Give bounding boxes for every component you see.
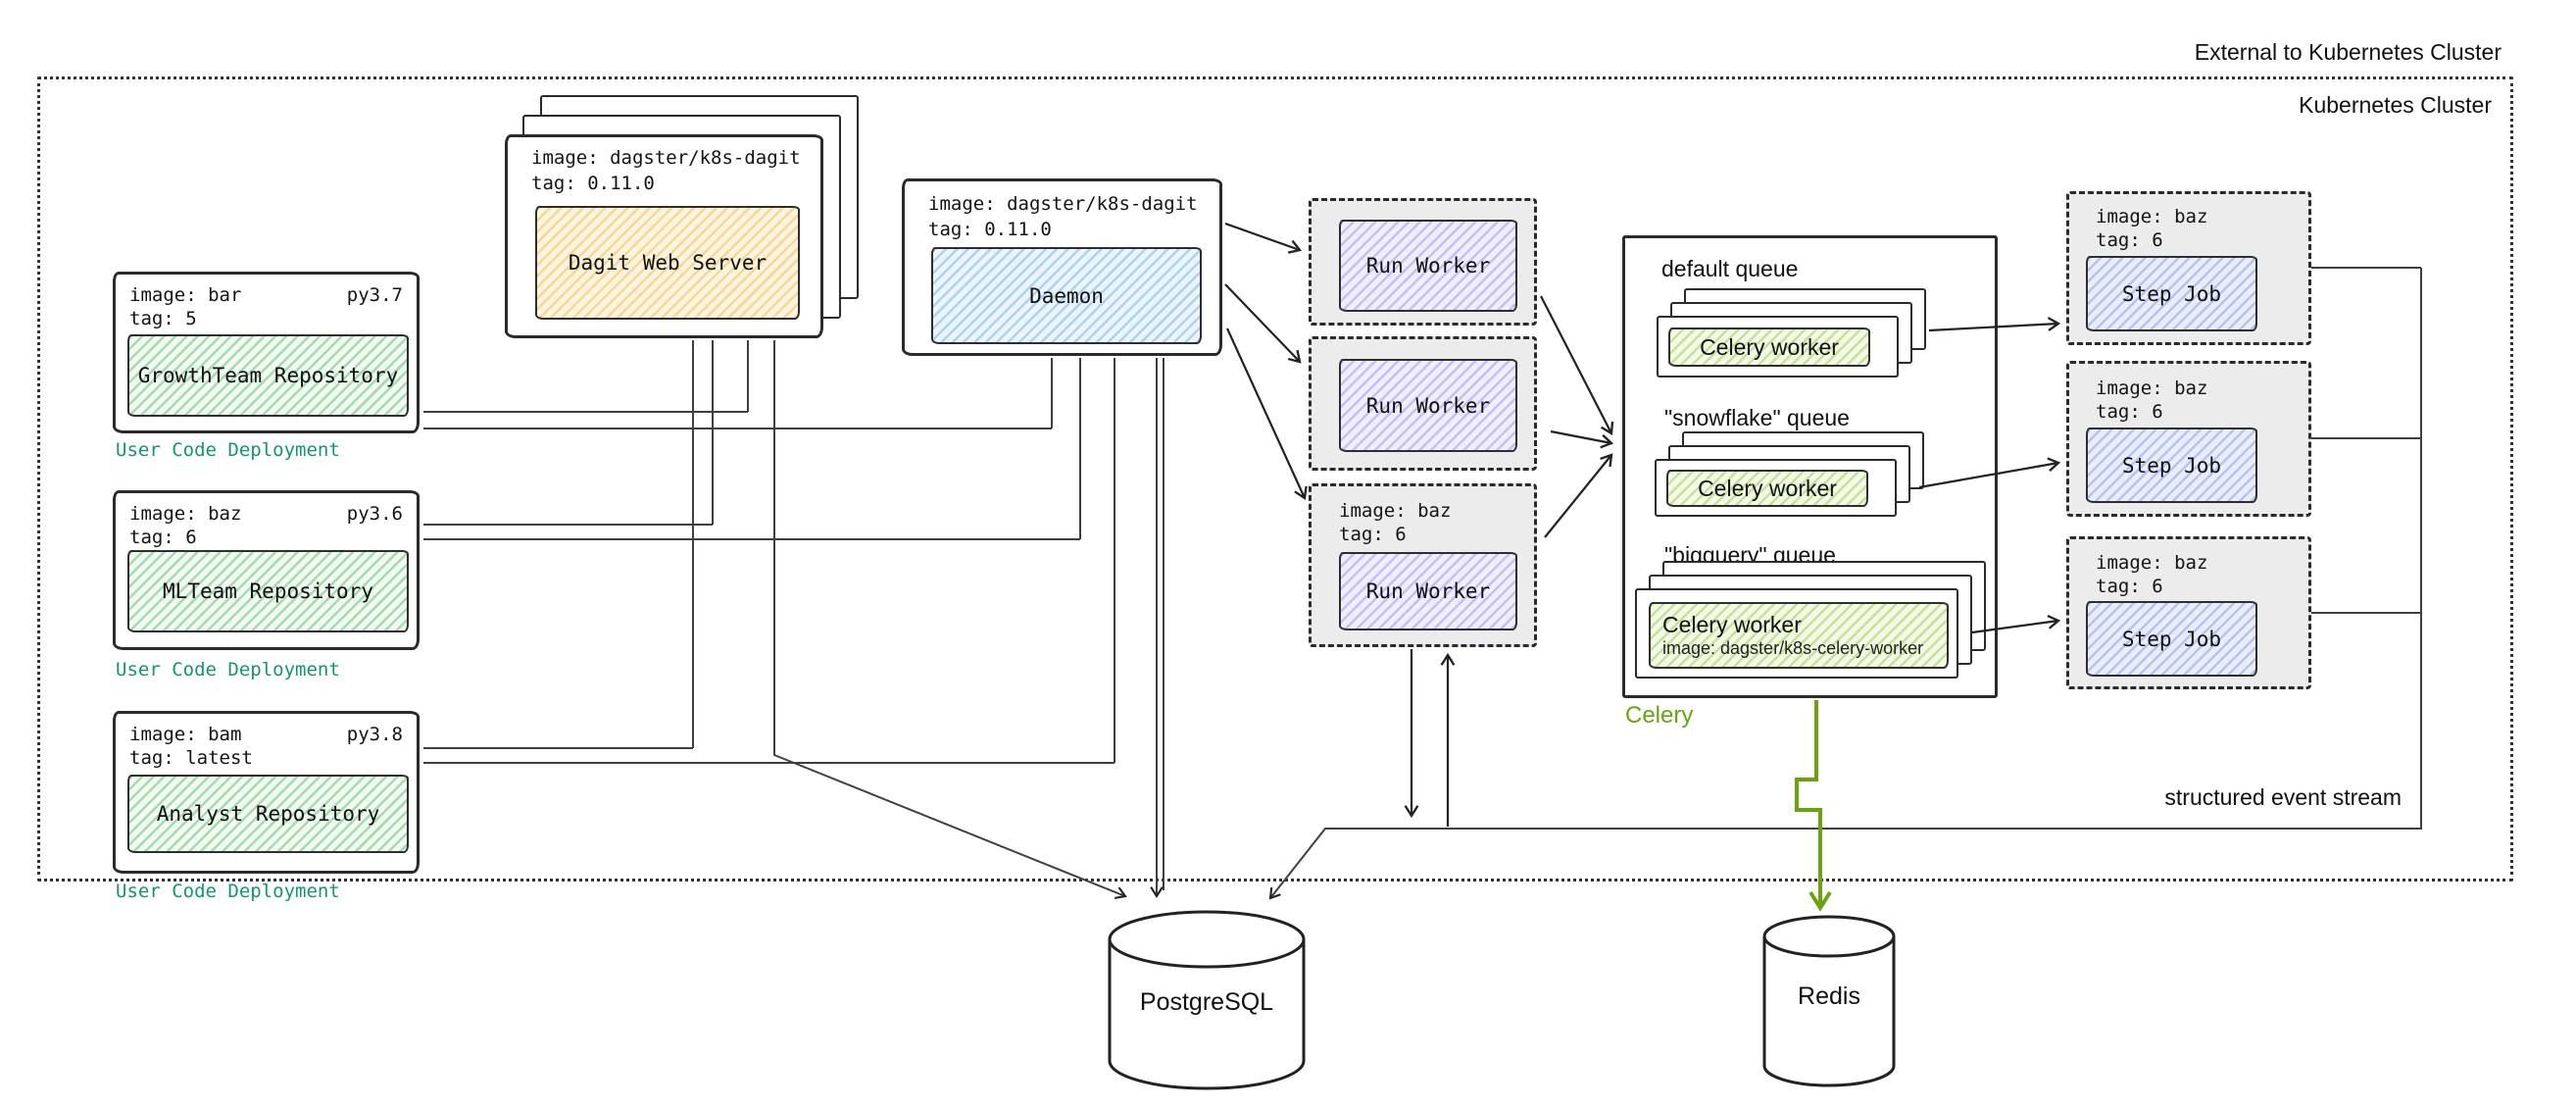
tag-annotation: tag: 6: [1339, 524, 1407, 545]
dagit-web-server-pod: image: dagster/k8s-dagit tag: 0.11.0 Dag…: [505, 134, 823, 338]
daemon-box: Daemon: [931, 247, 1202, 344]
step-job-pod-1: image: baz tag: 6 Step Job: [2066, 191, 2311, 345]
celery-worker-pod-bigquery: Celery worker image: dagster/k8s-celery-…: [1635, 588, 1958, 679]
daemon-to-run-worker-arrows: [1224, 222, 1308, 500]
run-worker-pod-1: Run Worker: [1309, 198, 1537, 326]
run-worker-box: Run Worker: [1339, 220, 1517, 312]
run-worker-box: Run Worker: [1339, 552, 1517, 630]
tag-annotation: tag: 6: [129, 527, 197, 548]
run-worker-to-celery-arrows: [1540, 295, 1614, 538]
celery-worker-box: Celery worker: [1666, 470, 1868, 507]
step-job-label: Step Job: [2121, 627, 2222, 651]
user-code-deployment-caption: User Code Deployment: [116, 439, 340, 461]
celery-worker-label: Celery worker: [1662, 612, 1802, 637]
repository-box: MLTeam Repository: [127, 550, 409, 632]
tag-annotation: tag: latest: [129, 747, 253, 769]
run-worker-label: Run Worker: [1365, 254, 1491, 277]
queue-label-snowflake: "snowflake" queue: [1664, 405, 1850, 430]
tag-annotation: tag: 0.11.0: [531, 173, 655, 194]
celery-worker-box: Celery worker image: dagster/k8s-celery-…: [1649, 602, 1949, 669]
user-code-deployment-3: image: bam tag: latest py3.8 Analyst Rep…: [113, 711, 420, 874]
kubernetes-cluster-label: Kubernetes Cluster: [2299, 92, 2492, 118]
python-version: py3.6: [346, 503, 403, 525]
external-cluster-label: External to Kubernetes Cluster: [2194, 39, 2502, 65]
image-annotation: image: dagster/k8s-dagit: [531, 147, 801, 169]
dagit-to-postgres-arrow: [773, 340, 1127, 899]
image-annotation: image: baz: [2096, 552, 2208, 574]
repository-label: GrowthTeam Repository: [137, 364, 399, 387]
dagit-box: Dagit Web Server: [535, 206, 800, 320]
user-code-deployment-caption: User Code Deployment: [116, 881, 340, 902]
image-annotation: image: baz: [2096, 378, 2208, 399]
celery-worker-box: Celery worker: [1668, 327, 1870, 367]
queue-label-default: default queue: [1661, 256, 1799, 281]
run-worker-label: Run Worker: [1365, 393, 1491, 418]
user-code-wiring: [423, 340, 1164, 890]
run-worker-pod-3: image: baz tag: 6 Run Worker: [1309, 483, 1537, 647]
daemon-pod: image: dagster/k8s-dagit tag: 0.11.0 Dae…: [902, 178, 1222, 356]
celery-worker-pod-default: Celery worker: [1657, 316, 1899, 378]
celery-worker-label: Celery worker: [1698, 475, 1837, 501]
redis-label: Redis: [1798, 982, 1860, 1010]
celery-to-redis-arrow: [1795, 700, 1832, 912]
event-stream-bus: [1268, 267, 2422, 900]
step-job-pod-3: image: baz tag: 6 Step Job: [2066, 536, 2311, 689]
tag-annotation: tag: 0.11.0: [928, 219, 1052, 240]
daemon-label: Daemon: [1029, 283, 1104, 308]
user-code-deployment-caption: User Code Deployment: [116, 659, 340, 680]
repository-box: Analyst Repository: [127, 775, 409, 853]
user-code-deployment-1: image: bar tag: 5 py3.7 GrowthTeam Repos…: [113, 272, 420, 433]
kubernetes-cluster-boundary: [37, 76, 2513, 881]
step-job-pod-2: image: baz tag: 6 Step Job: [2066, 361, 2311, 517]
postgres-cylinder: [1108, 910, 1306, 1090]
image-annotation: image: dagster/k8s-dagit: [928, 193, 1198, 215]
python-version: py3.8: [346, 724, 403, 745]
repository-label: MLTeam Repository: [163, 579, 373, 603]
run-worker-box: Run Worker: [1339, 359, 1517, 452]
image-annotation: image: baz: [129, 503, 242, 525]
step-job-label: Step Job: [2121, 281, 2222, 306]
postgres-label: PostgreSQL: [1139, 988, 1274, 1016]
image-annotation: image: bar: [129, 284, 242, 306]
image-annotation: image: bam: [129, 724, 242, 745]
event-stream-label: structured event stream: [2164, 784, 2402, 810]
tag-annotation: tag: 6: [2096, 401, 2163, 423]
celery-worker-pod-snowflake: Celery worker: [1655, 459, 1897, 517]
image-annotation: image: baz: [2096, 206, 2208, 227]
step-job-box: Step Job: [2086, 256, 2257, 331]
celery-label: Celery: [1625, 702, 1694, 729]
step-job-box: Step Job: [2086, 601, 2257, 677]
tag-annotation: tag: 6: [2096, 229, 2163, 251]
step-job-label: Step Job: [2121, 453, 2222, 478]
dagit-label: Dagit Web Server: [568, 251, 768, 275]
celery-worker-image: image: dagster/k8s-celery-worker: [1662, 638, 1924, 658]
tag-annotation: tag: 6: [2096, 576, 2163, 597]
celery-worker-label: Celery worker: [1700, 333, 1839, 360]
repository-box: GrowthTeam Repository: [127, 334, 409, 417]
repository-label: Analyst Repository: [156, 802, 380, 826]
user-code-deployment-2: image: baz tag: 6 py3.6 MLTeam Repositor…: [113, 490, 420, 650]
python-version: py3.7: [346, 284, 403, 306]
run-worker-pod-2: Run Worker: [1309, 336, 1537, 471]
image-annotation: image: baz: [1339, 500, 1452, 522]
redis-cylinder: [1762, 915, 1896, 1087]
tag-annotation: tag: 5: [129, 308, 197, 329]
step-job-box: Step Job: [2086, 428, 2257, 503]
run-worker-label: Run Worker: [1365, 579, 1491, 603]
